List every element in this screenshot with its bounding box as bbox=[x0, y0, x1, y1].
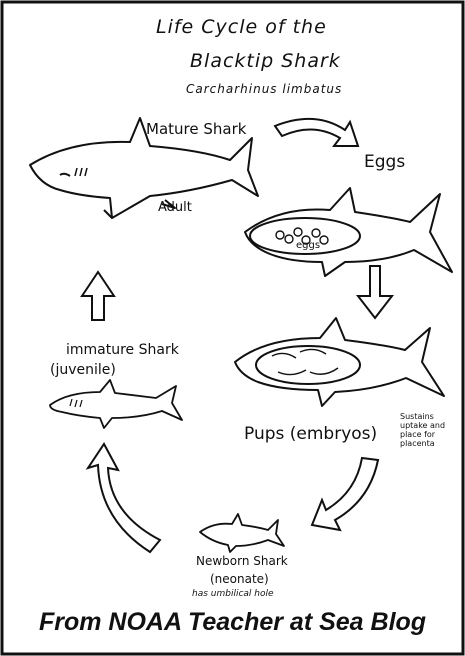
arrow-juvenile-to-mature bbox=[82, 272, 114, 320]
eggs-shark-drawing bbox=[245, 188, 452, 276]
label-mature-shark: Mature Shark bbox=[146, 120, 246, 138]
pups-shark-drawing bbox=[235, 318, 444, 406]
newborn-shark-drawing bbox=[200, 514, 284, 552]
source-caption: From NOAA Teacher at Sea Blog bbox=[0, 608, 465, 637]
label-neonate: (neonate) bbox=[210, 572, 269, 586]
label-adult: Adult bbox=[158, 200, 192, 215]
arrow-mature-to-eggs bbox=[275, 119, 358, 146]
label-newborn-note: has umbilical hole bbox=[192, 589, 274, 599]
arrow-eggs-to-pups bbox=[358, 266, 392, 318]
label-eggs: Eggs bbox=[364, 152, 405, 172]
arrow-pups-to-newborn bbox=[312, 458, 378, 530]
label-juvenile: (juvenile) bbox=[50, 362, 116, 378]
label-pups-note: Sustains uptake and place for placenta bbox=[400, 412, 452, 448]
title-line-1: Life Cycle of the bbox=[156, 16, 327, 38]
label-newborn: Newborn Shark bbox=[196, 554, 288, 568]
label-pups: Pups (embryos) bbox=[244, 424, 377, 444]
arrow-newborn-to-juvenile bbox=[88, 444, 160, 552]
juvenile-shark-drawing bbox=[50, 380, 182, 428]
scientific-name: Carcharhinus limbatus bbox=[186, 82, 342, 96]
label-immature-shark: immature Shark bbox=[66, 342, 179, 358]
eggs-inner-label: eggs bbox=[296, 240, 320, 251]
title-line-2: Blacktip Shark bbox=[190, 50, 341, 72]
